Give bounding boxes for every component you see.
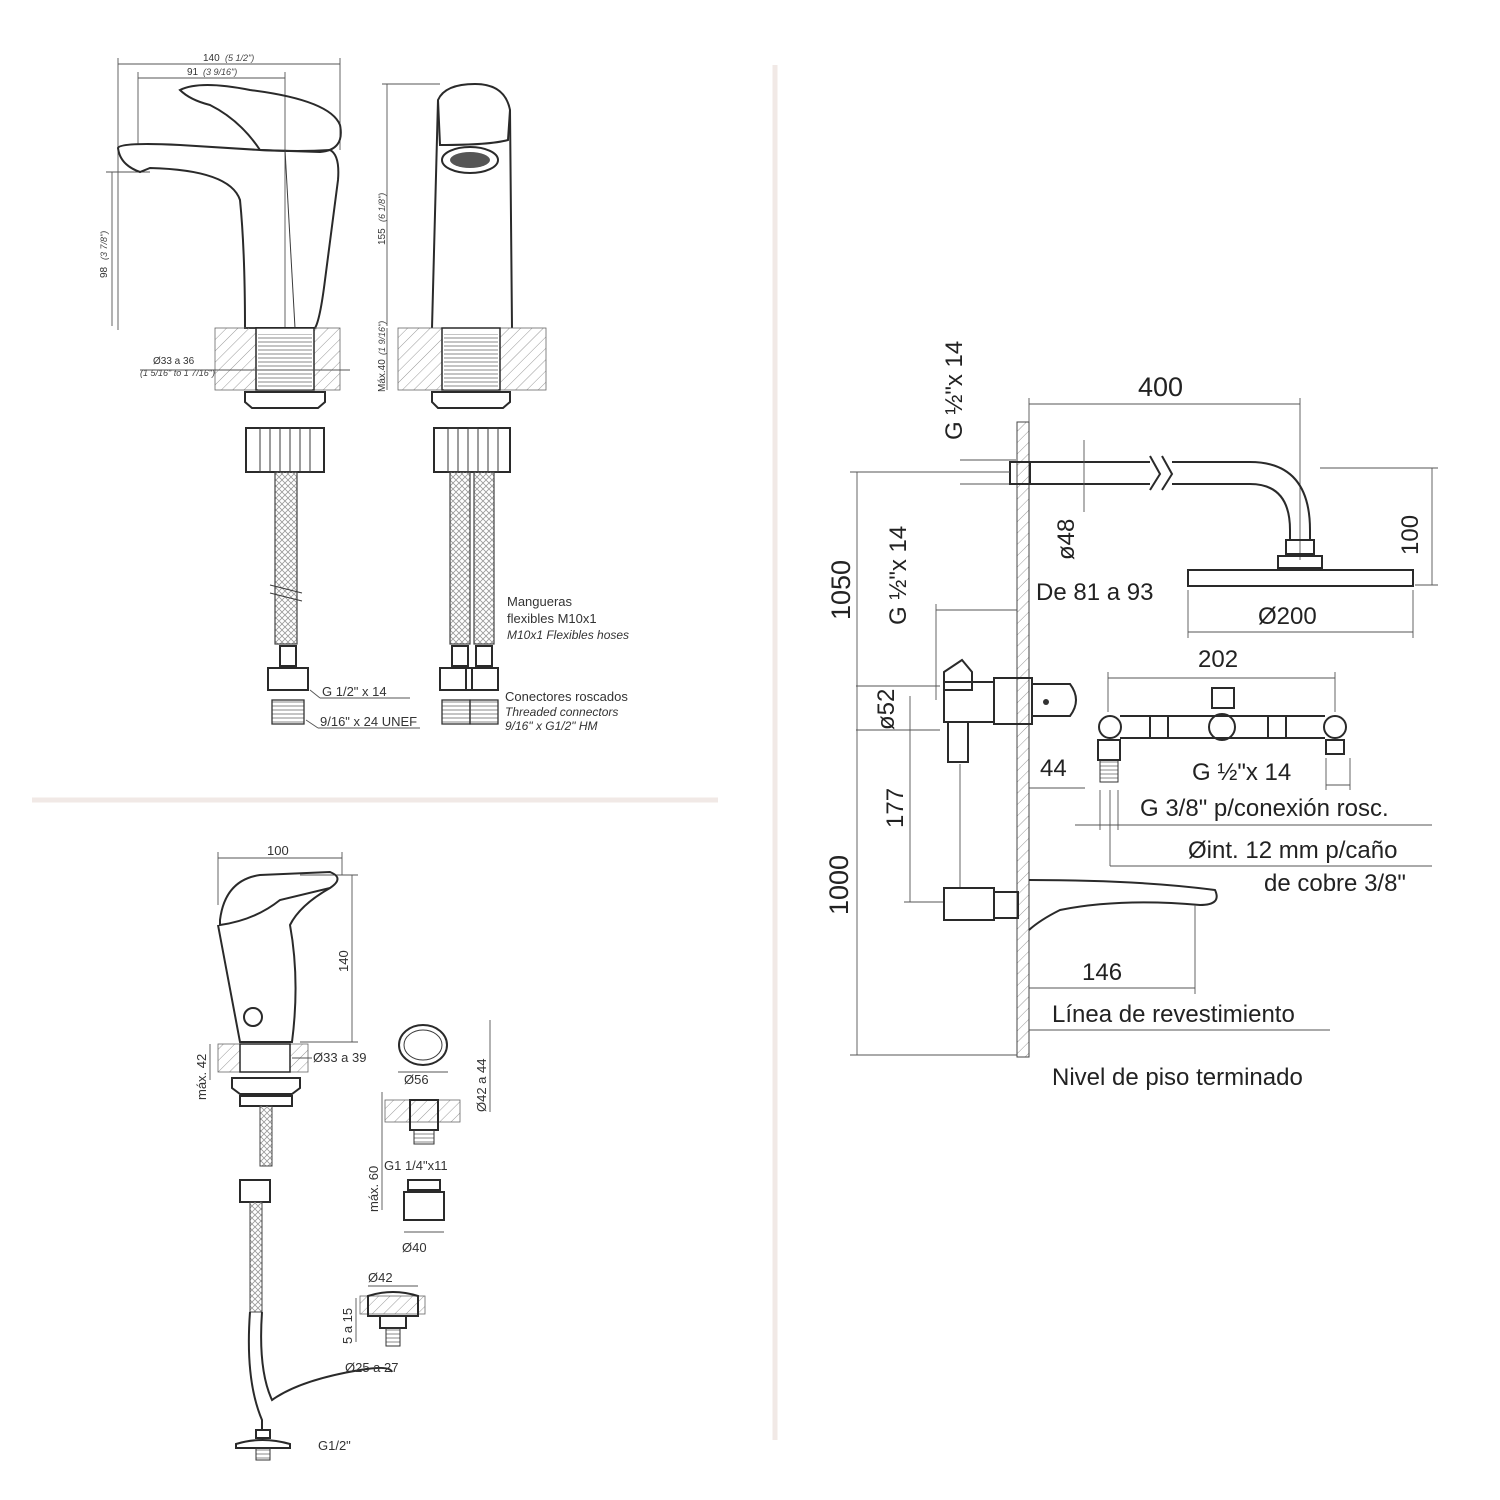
shower-installation-view: 400 G ½"x 14 ø48 100 Ø200 1050 G ½"x 14 … bbox=[824, 341, 1438, 1091]
dim-bidet-hole: Ø33 a 39 bbox=[313, 1050, 367, 1065]
dim-spout-91: 91 bbox=[187, 67, 199, 78]
dim-int-1: Øint. 12 mm p/caño bbox=[1188, 837, 1397, 864]
dim-200: Ø200 bbox=[1258, 603, 1317, 630]
bidet-faucet-view: 100 140 Ø33 a 39 máx. 42 G1/2" Ø56 Ø42 a… bbox=[194, 843, 491, 1461]
dim-int-2: de cobre 3/8" bbox=[1264, 870, 1406, 897]
dim-side-height-in: (6 1/8") bbox=[377, 193, 387, 222]
dim-bidet-25a27: Ø25 a 27 bbox=[345, 1360, 399, 1375]
label-hoses-en: M10x1 Flexibles hoses bbox=[507, 628, 629, 642]
dim-hole-front-in: (1 5/16" to 1 7/16") bbox=[140, 368, 215, 378]
dim-g38: G 3/8" p/conexión rosc. bbox=[1140, 795, 1389, 822]
dim-81-93: De 81 a 93 bbox=[1036, 579, 1153, 606]
dim-side-height: 155 bbox=[377, 228, 388, 245]
dim-bidet-42a44: Ø42 a 44 bbox=[474, 1059, 489, 1113]
faucet-side-view: 155 (6 1/8") Máx.40 (1 9/16") Mangueras … bbox=[377, 82, 629, 733]
label-hoses-es-1: Mangueras bbox=[507, 594, 573, 609]
label-linea-revestimiento: Línea de revestimiento bbox=[1052, 1001, 1295, 1028]
dim-g-mid: G ½"x 14 bbox=[885, 526, 912, 625]
dim-bidet-5a15: 5 a 15 bbox=[340, 1308, 355, 1344]
dim-spout-91-in: (3 9/16") bbox=[203, 67, 237, 77]
label-g12-thread: G 1/2" x 14 bbox=[322, 684, 387, 699]
label-connectors-en-2: 9/16" x G1/2" HM bbox=[505, 719, 598, 733]
dim-44: 44 bbox=[1040, 755, 1067, 782]
dim-bidet-42: Ø42 bbox=[368, 1270, 393, 1285]
dim-side-max: Máx.40 bbox=[377, 359, 388, 392]
label-nivel-piso: Nivel de piso terminado bbox=[1052, 1064, 1303, 1091]
dim-202: 202 bbox=[1198, 646, 1238, 673]
label-hoses-es-2: flexibles M10x1 bbox=[507, 611, 597, 626]
dim-height-98: 98 bbox=[99, 266, 110, 278]
dim-bidet-max42: máx. 42 bbox=[194, 1054, 209, 1100]
dim-height-98-in: (3 7/8") bbox=[99, 231, 109, 260]
dim-bidet-56: Ø56 bbox=[404, 1072, 429, 1087]
dim-52: ø52 bbox=[873, 689, 900, 730]
dim-side-max-in: (1 9/16") bbox=[377, 321, 387, 355]
dim-1050: 1050 bbox=[826, 560, 856, 620]
dim-146: 146 bbox=[1082, 959, 1122, 986]
dim-400: 400 bbox=[1138, 372, 1183, 402]
dim-bidet-max60: máx. 60 bbox=[366, 1166, 381, 1212]
dim-hole-front: Ø33 a 36 bbox=[153, 356, 195, 367]
dim-100: 100 bbox=[1397, 515, 1424, 555]
dim-bidet-40: Ø40 bbox=[402, 1240, 427, 1255]
dim-bidet-g1: G1 1/4"x11 bbox=[384, 1158, 448, 1173]
dim-48: ø48 bbox=[1053, 519, 1080, 560]
dim-bidet-height: 140 bbox=[336, 950, 351, 972]
label-connectors-es: Conectores roscados bbox=[505, 689, 628, 704]
label-connectors-en-1: Threaded connectors bbox=[505, 705, 618, 719]
label-unef: 9/16" x 24 UNEF bbox=[320, 714, 417, 729]
dim-g-top: G ½"x 14 bbox=[941, 341, 968, 440]
dim-width-140: 140 bbox=[203, 53, 220, 64]
dim-177: 177 bbox=[882, 788, 909, 828]
dim-width-140-in: (5 1/2") bbox=[225, 53, 254, 63]
dim-bidet-g12: G1/2" bbox=[318, 1438, 351, 1453]
dim-bidet-width: 100 bbox=[267, 843, 289, 858]
dim-1000: 1000 bbox=[824, 855, 854, 915]
dim-g-right: G ½"x 14 bbox=[1192, 759, 1291, 786]
faucet-front-view: 140 (5 1/2") 91 (3 9/16") 98 (3 7/8") Ø3… bbox=[99, 53, 420, 729]
